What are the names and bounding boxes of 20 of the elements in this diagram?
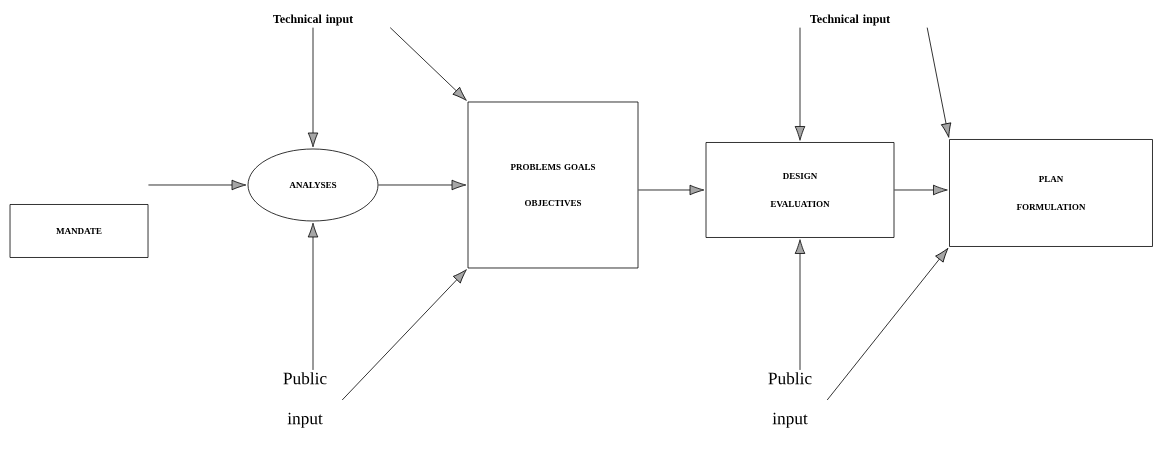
arrow bbox=[148, 179, 247, 191]
process-box: MANDATE bbox=[9, 204, 149, 258]
input-label: Technical input bbox=[273, 14, 354, 26]
arrow bbox=[826, 247, 949, 401]
arrow bbox=[926, 27, 952, 138]
arrow bbox=[307, 27, 319, 148]
arrow bbox=[894, 184, 948, 196]
input-label: Public input bbox=[768, 372, 812, 428]
arrow bbox=[341, 269, 467, 401]
arrow bbox=[378, 179, 467, 191]
arrow bbox=[794, 239, 806, 371]
arrow bbox=[307, 222, 319, 371]
arrow bbox=[794, 27, 806, 141]
process-box: PLAN FORMULATION bbox=[949, 139, 1153, 247]
arrow bbox=[638, 184, 705, 196]
arrow bbox=[389, 27, 467, 101]
process-box: DESIGN EVALUATION bbox=[705, 142, 895, 238]
process-box: PROBLEMS GOALS OBJECTIVES bbox=[467, 101, 639, 269]
input-label: Public input bbox=[283, 372, 327, 428]
input-label: Technical input bbox=[810, 14, 891, 26]
